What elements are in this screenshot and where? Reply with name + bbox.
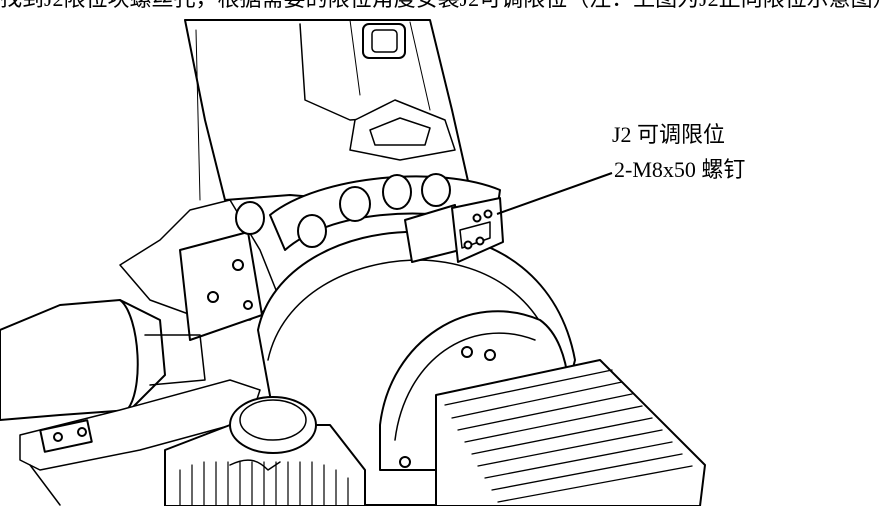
limit-hole-1 xyxy=(297,214,327,248)
callout-label-limit: J2 可调限位 xyxy=(612,122,726,147)
limit-hole-2 xyxy=(339,186,371,222)
limit-hole-4 xyxy=(421,173,451,207)
mounting-plate xyxy=(179,231,263,341)
forearm-cylinder xyxy=(0,299,166,421)
callout-label-screw: 2-M8x50 螺钉 xyxy=(614,157,746,182)
robot-joint-drawing xyxy=(0,19,706,506)
top-caption-clipped: 找到J2限位块螺丝孔，根据需要的限位角度安装J2可调限位（注：上图为J2正向限位… xyxy=(0,0,895,12)
motor-housing xyxy=(435,359,706,506)
limit-hole-3 xyxy=(382,174,412,210)
callout-leader-line xyxy=(496,172,613,215)
